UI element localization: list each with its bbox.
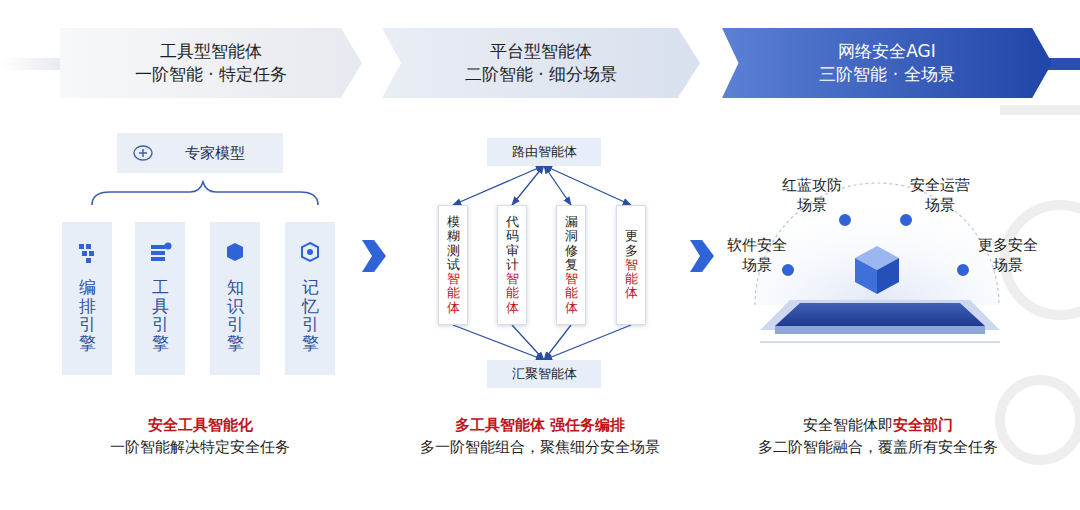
vertical-label: 知识引擎 <box>227 278 244 353</box>
stage-banner: 网络安全AGI三阶智能 · 全场景 <box>722 28 1052 98</box>
caption-text: 安全工具智能化 <box>148 416 253 435</box>
vertical-label: 智能体 <box>447 272 460 315</box>
dome <box>755 183 999 305</box>
caption-text: 多二阶智能融合，覆盖所有安全任务 <box>758 438 998 457</box>
vertical-label: 更多 <box>625 229 638 258</box>
agent-box: 路由智能体 <box>487 138 601 166</box>
stage-subtitle: 一阶智能 · 特定任务 <box>135 63 287 86</box>
flow-arrow <box>512 325 544 360</box>
stage-subtitle: 三阶智能 · 全场景 <box>819 63 954 86</box>
banner-shape <box>722 28 1052 98</box>
scene-label: 更多安全 场景 <box>975 236 1041 275</box>
stage-banner: 工具型智能体一阶智能 · 特定任务 <box>60 28 362 98</box>
vertical-label: 智能体 <box>625 258 638 301</box>
chevron-arrow <box>690 240 714 272</box>
scene-label: 红蓝攻防 场景 <box>779 176 845 215</box>
agent-box: 模糊测试智能体 <box>438 205 468 325</box>
engine-box: 记忆引擎 <box>285 222 335 375</box>
stage-title: 平台型智能体 <box>490 40 592 63</box>
band <box>0 58 70 70</box>
engine-box: 工具引擎 <box>135 222 185 375</box>
engine-box: 知识引擎 <box>210 222 260 375</box>
caption-text: 多一阶智能组合，聚焦细分安全场景 <box>420 438 660 457</box>
vertical-label: 智能体 <box>506 272 519 315</box>
caption-text: 安全部门 <box>893 416 953 435</box>
flow-arrow <box>453 166 544 206</box>
vertical-label: 漏洞修复 <box>565 215 578 272</box>
agent-box: 代码审计智能体 <box>497 205 527 325</box>
banner-shape <box>60 28 362 98</box>
platform <box>775 303 985 326</box>
caption-text: 多工具智能体 强任务编排 <box>455 416 625 435</box>
brain-icon <box>134 146 152 160</box>
flow-arrow <box>453 325 544 360</box>
stage-title: 网络安全AGI <box>838 40 936 63</box>
banner-shape <box>382 28 700 98</box>
scene-dot <box>781 213 970 277</box>
stage-title: 工具型智能体 <box>160 40 262 63</box>
box-label: 路由智能体 <box>512 143 577 161</box>
flow-arrow <box>512 166 544 206</box>
bracket <box>92 182 318 205</box>
platform-glow <box>760 300 1000 330</box>
platform-edge <box>775 326 985 334</box>
scene-label: 安全运营 场景 <box>907 176 973 215</box>
model-box: 专家模型 <box>117 133 283 173</box>
dome-arc <box>755 183 999 305</box>
engine-icon <box>79 243 318 264</box>
scene-label: 软件安全 场景 <box>724 236 790 275</box>
vertical-label: 模糊测试 <box>447 215 460 272</box>
vertical-label: 工具引擎 <box>152 278 169 353</box>
flow-arrow <box>544 166 631 206</box>
vertical-label: 智能体 <box>565 272 578 315</box>
platform-shadow <box>760 341 1000 343</box>
stage-banner: 平台型智能体二阶智能 · 细分场景 <box>382 28 700 98</box>
stage-subtitle: 二阶智能 · 细分场景 <box>465 63 617 86</box>
caption-text: 一阶智能解决特定安全任务 <box>110 438 290 457</box>
vertical-label: 编排引擎 <box>79 278 96 353</box>
box-label: 汇聚智能体 <box>512 365 577 383</box>
caption-text: 安全智能体即 <box>803 416 893 435</box>
agent-box: 漏洞修复智能体 <box>556 205 586 325</box>
vertical-label: 代码审计 <box>506 215 519 272</box>
watermark <box>1000 110 1080 460</box>
box-label: 专家模型 <box>185 144 245 163</box>
cube <box>855 246 899 294</box>
engine-box: 编排引擎 <box>62 222 112 375</box>
vertical-label: 记忆引擎 <box>302 278 319 353</box>
agent-box: 更多智能体 <box>616 205 646 325</box>
chevron-arrow <box>362 240 386 272</box>
flow-arrow <box>544 325 631 360</box>
agent-box: 汇聚智能体 <box>487 360 601 388</box>
